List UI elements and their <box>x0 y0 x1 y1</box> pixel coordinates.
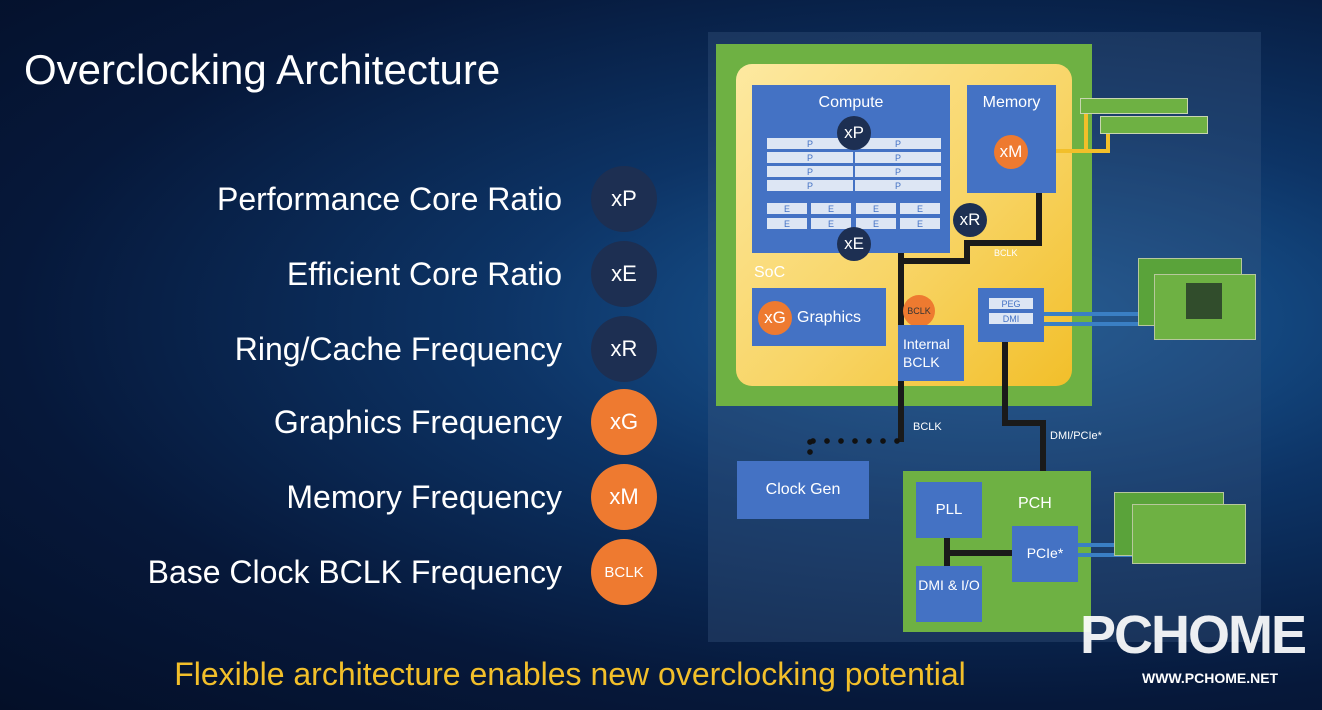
wire-bclk-compute <box>898 250 904 330</box>
pchome-url: WWW.PCHOME.NET <box>1142 670 1279 686</box>
e-core: E <box>767 203 807 214</box>
footer-tagline: Flexible architecture enables new overcl… <box>174 656 966 692</box>
p-core: P <box>855 166 941 177</box>
pch-pcie-label: PCIe* <box>1026 545 1064 561</box>
badge-bclk: BCLK <box>591 539 657 605</box>
dimm-icon <box>1080 98 1188 114</box>
bclk-ring-label: BCLK <box>994 248 1018 258</box>
wire-ring <box>898 258 970 264</box>
peg-wire <box>1044 312 1142 316</box>
pll-label: PLL <box>935 501 963 518</box>
dmi-label: DMI <box>989 313 1033 324</box>
p-core: P <box>855 138 941 149</box>
wire-dmi-3 <box>1040 420 1046 472</box>
badge-xg: xG <box>591 389 657 455</box>
badge-xr: xR <box>591 316 657 382</box>
wire-ring-2 <box>964 240 970 262</box>
e-core: E <box>856 218 896 229</box>
e-core: E <box>900 203 940 214</box>
badge-xp: xP <box>591 166 657 232</box>
dmi-io-block <box>916 566 982 622</box>
internal-bclk-label: Internal BCLK <box>903 336 950 370</box>
bclk-external-label: BCLK <box>913 421 942 433</box>
p-core: P <box>767 152 853 163</box>
e-core: E <box>856 203 896 214</box>
wire-memory <box>1036 190 1042 246</box>
memory-wire <box>1056 149 1110 153</box>
legend-label-performance-core: Performance Core Ratio <box>216 181 562 217</box>
memory-label: Memory <box>982 94 1041 111</box>
badge-xe: xE <box>591 241 657 307</box>
clock-dotted-line-down <box>806 437 814 455</box>
clock-dotted-line <box>806 437 902 445</box>
legend-label-efficient-core: Efficient Core Ratio <box>286 256 562 292</box>
legend-label-bclk: Base Clock BCLK Frequency <box>147 554 562 590</box>
diagram-badge-xp: xP <box>837 116 871 150</box>
diagram-badge-xm: xM <box>994 135 1028 169</box>
peg-label: PEG <box>989 298 1033 309</box>
pchome-logo: PCHOME <box>1080 605 1307 665</box>
pll-block <box>916 482 982 538</box>
clock-gen-label: Clock Gen <box>765 481 841 498</box>
p-core: P <box>855 180 941 191</box>
legend-label-ring-cache: Ring/Cache Frequency <box>234 331 562 367</box>
dmi-pcie-label: DMI/PCIe* <box>1050 430 1102 442</box>
diagram-badge-xg: xG <box>758 301 792 335</box>
pcie-card-icon <box>1132 504 1246 564</box>
e-core: E <box>811 203 851 214</box>
pch-pcie-wire <box>1078 543 1132 547</box>
soc-label: SoC <box>754 264 786 281</box>
e-core: E <box>811 218 851 229</box>
pch-label: PCH <box>1018 495 1052 512</box>
wire-dmi-1 <box>1002 342 1008 424</box>
dimm-icon <box>1100 116 1208 134</box>
compute-label: Compute <box>818 94 884 111</box>
legend-label-graphics: Graphics Frequency <box>273 404 562 440</box>
diagram-badge-bclk: BCLK <box>903 295 935 327</box>
internal-bclk-block <box>898 325 964 381</box>
pch-pcie-block <box>1012 526 1078 582</box>
e-core: E <box>900 218 940 229</box>
diagram-badge-xe: xE <box>837 227 871 261</box>
peg-wire <box>1044 322 1142 326</box>
p-core: P <box>767 180 853 191</box>
slide-title: Overclocking Architecture <box>24 46 501 93</box>
wire-dmi-2 <box>1002 420 1046 426</box>
p-core: P <box>767 166 853 177</box>
chip-icon <box>1186 283 1222 319</box>
p-core: P <box>767 138 853 149</box>
wire-bclk-down <box>898 380 904 442</box>
pch-wire <box>944 550 1014 556</box>
p-core: P <box>855 152 941 163</box>
diagram-badge-xr: xR <box>953 203 987 237</box>
legend-label-memory: Memory Frequency <box>286 479 562 515</box>
dmi-io-label: DMI & I/O <box>918 577 980 593</box>
clock-gen-block <box>737 461 869 519</box>
memory-wire <box>1084 112 1088 152</box>
badge-xm: xM <box>591 464 657 530</box>
pch-pcie-wire <box>1078 553 1132 557</box>
graphics-label: Graphics <box>797 309 862 326</box>
e-core: E <box>767 218 807 229</box>
memory-wire <box>1106 130 1110 152</box>
wire-ring-3 <box>964 240 1042 246</box>
